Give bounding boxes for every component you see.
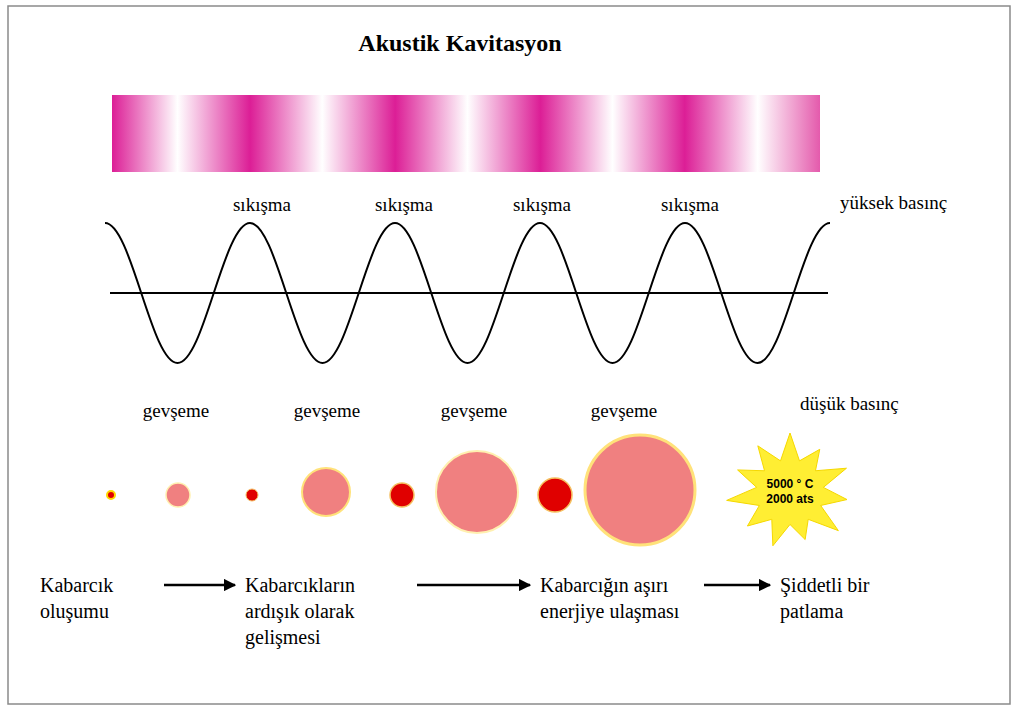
- flow-arrow: [417, 584, 530, 587]
- pressure-label: sıkışma: [375, 194, 433, 216]
- stage-text: Kabarcıkların ardışık olarak gelişmesi: [245, 572, 405, 650]
- star-text: 2000 ats: [766, 492, 813, 507]
- outer-frame: [8, 6, 1010, 704]
- bubble: [246, 489, 258, 501]
- explosion-star: 5000 ° C2000 ats: [725, 432, 855, 552]
- bubble: [585, 435, 695, 545]
- stage-text-box: Kabarcığın aşırı enerjiye ulaşması: [540, 572, 692, 624]
- stage-text: Şiddetli bir patlama: [780, 572, 902, 624]
- pressure-label: düşük basınç: [800, 393, 899, 415]
- pressure-label: sıkışma: [661, 194, 719, 216]
- pressure-label: gevşeme: [441, 400, 507, 422]
- pressure-label: gevşeme: [143, 400, 209, 422]
- bubble: [302, 468, 350, 516]
- star-outline: [727, 433, 847, 546]
- stage-text: Kabarcık oluşumu: [40, 572, 152, 624]
- bubble: [436, 451, 518, 533]
- star-text: 5000 ° C: [767, 477, 814, 492]
- stage-text: Kabarcığın aşırı enerjiye ulaşması: [540, 572, 692, 624]
- diagram-title: Akustik Kavitasyon: [358, 30, 561, 57]
- stage-text-box: Şiddetli bir patlama: [780, 572, 902, 624]
- bubble: [390, 483, 414, 507]
- pressure-label: sıkışma: [233, 194, 291, 216]
- flow-arrow: [164, 584, 235, 587]
- bubble: [166, 483, 190, 507]
- pressure-label: sıkışma: [513, 194, 571, 216]
- stage-text-box: Kabarcıkların ardışık olarak gelişmesi: [245, 572, 405, 650]
- bubble: [107, 491, 115, 499]
- flow-arrow: [704, 584, 770, 587]
- pressure-label: gevşeme: [591, 400, 657, 422]
- sound-wave: [105, 223, 830, 363]
- pressure-label: gevşeme: [294, 400, 360, 422]
- pressure-band: [112, 95, 820, 172]
- stage-text-box: Kabarcık oluşumu: [40, 572, 152, 624]
- pressure-label: yüksek basınç: [840, 192, 947, 214]
- bubble: [538, 478, 572, 512]
